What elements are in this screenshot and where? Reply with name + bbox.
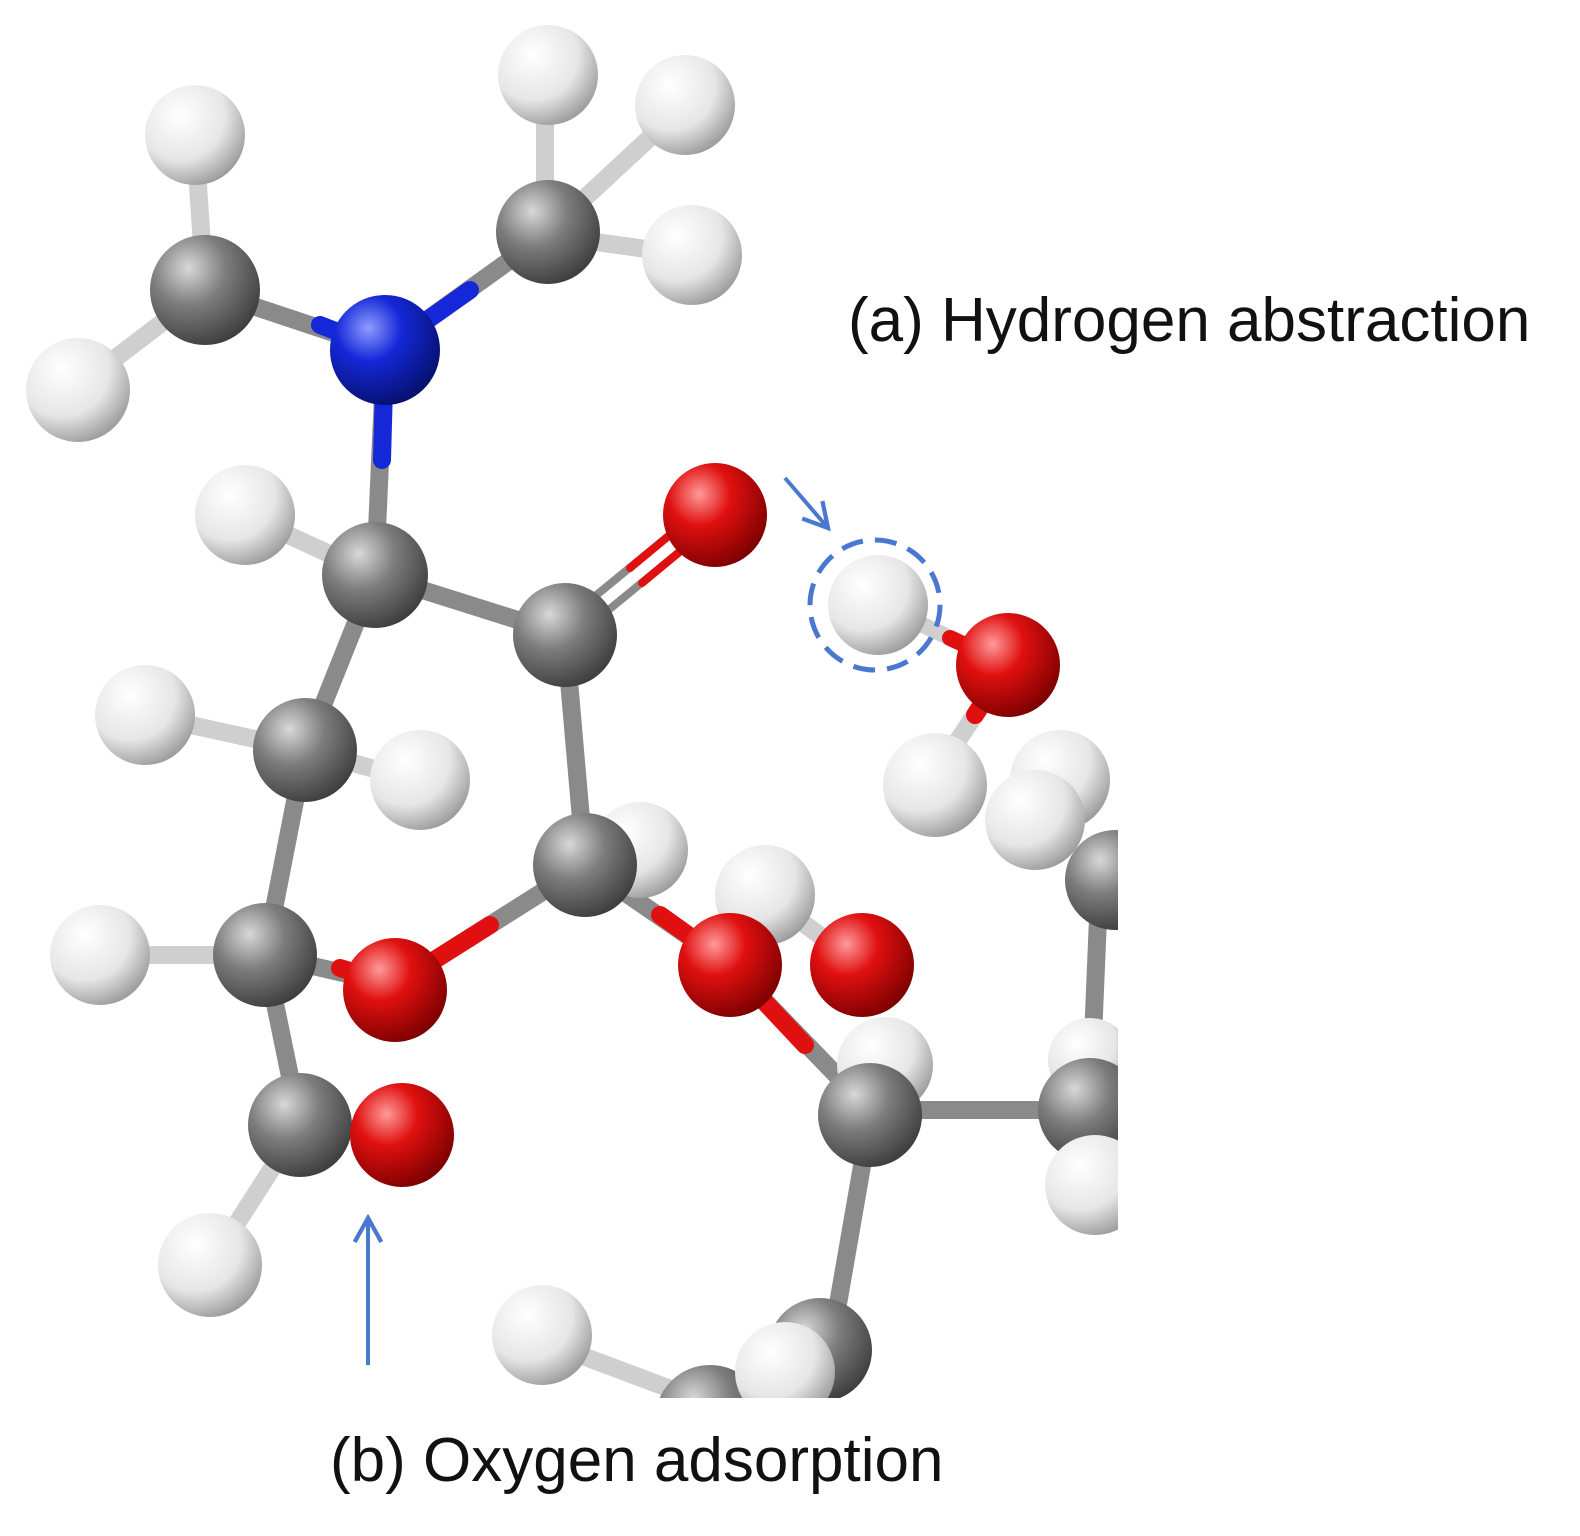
hydrogen-atom	[985, 770, 1085, 870]
oxygen-atom	[810, 913, 914, 1017]
oxygen-atom	[678, 913, 782, 1017]
hydrogen-atom	[370, 730, 470, 830]
oxygen-adsorption-label: (b) Oxygen adsorption	[330, 1426, 944, 1495]
hydrogen-atom	[95, 665, 195, 765]
hydrogen-atom	[26, 338, 130, 442]
carbon-atom	[213, 903, 317, 1007]
carbon-atom	[322, 522, 428, 628]
hydrogen-atom	[735, 1322, 835, 1398]
background-fragment	[861, 730, 1118, 1235]
carbon-atom	[1065, 830, 1118, 930]
carbon-atom	[248, 1073, 352, 1177]
hydrogen-atom	[498, 25, 598, 125]
carbon-atom	[513, 583, 617, 687]
oxygen-atom	[350, 1083, 454, 1187]
hydrogen-atom	[50, 905, 150, 1005]
hydrogen-atom	[195, 465, 295, 565]
hydrogen-atom	[635, 55, 735, 155]
hydrogen-abstraction-label: (a) Hydrogen abstraction	[848, 286, 1531, 355]
oxygen-atom	[343, 938, 447, 1042]
lower-fragment	[492, 1111, 879, 1398]
hydrogen-atom	[1045, 1135, 1118, 1235]
hydrogen-atom	[642, 205, 742, 305]
nitrogen-atom	[330, 295, 440, 405]
abstracted-hydrogen-marker	[807, 537, 943, 673]
carbon-atom	[533, 813, 637, 917]
hydrogen-atom	[883, 733, 987, 837]
oxygen-atom	[956, 613, 1060, 717]
carbon-atom	[496, 180, 600, 284]
annotations	[352, 476, 943, 1365]
carbon-atom	[253, 698, 357, 802]
atoms	[26, 25, 1060, 1317]
hydrogen-atom	[492, 1285, 592, 1385]
hydrogen-atom	[158, 1213, 262, 1317]
oxygen-atom	[663, 463, 767, 567]
abstracted-hydrogen-atom	[828, 555, 928, 655]
carbon-atom	[150, 235, 260, 345]
hydrogen-atom	[145, 85, 245, 185]
arrow-to-hydrogen	[783, 476, 831, 532]
carbon-atom	[818, 1063, 922, 1167]
